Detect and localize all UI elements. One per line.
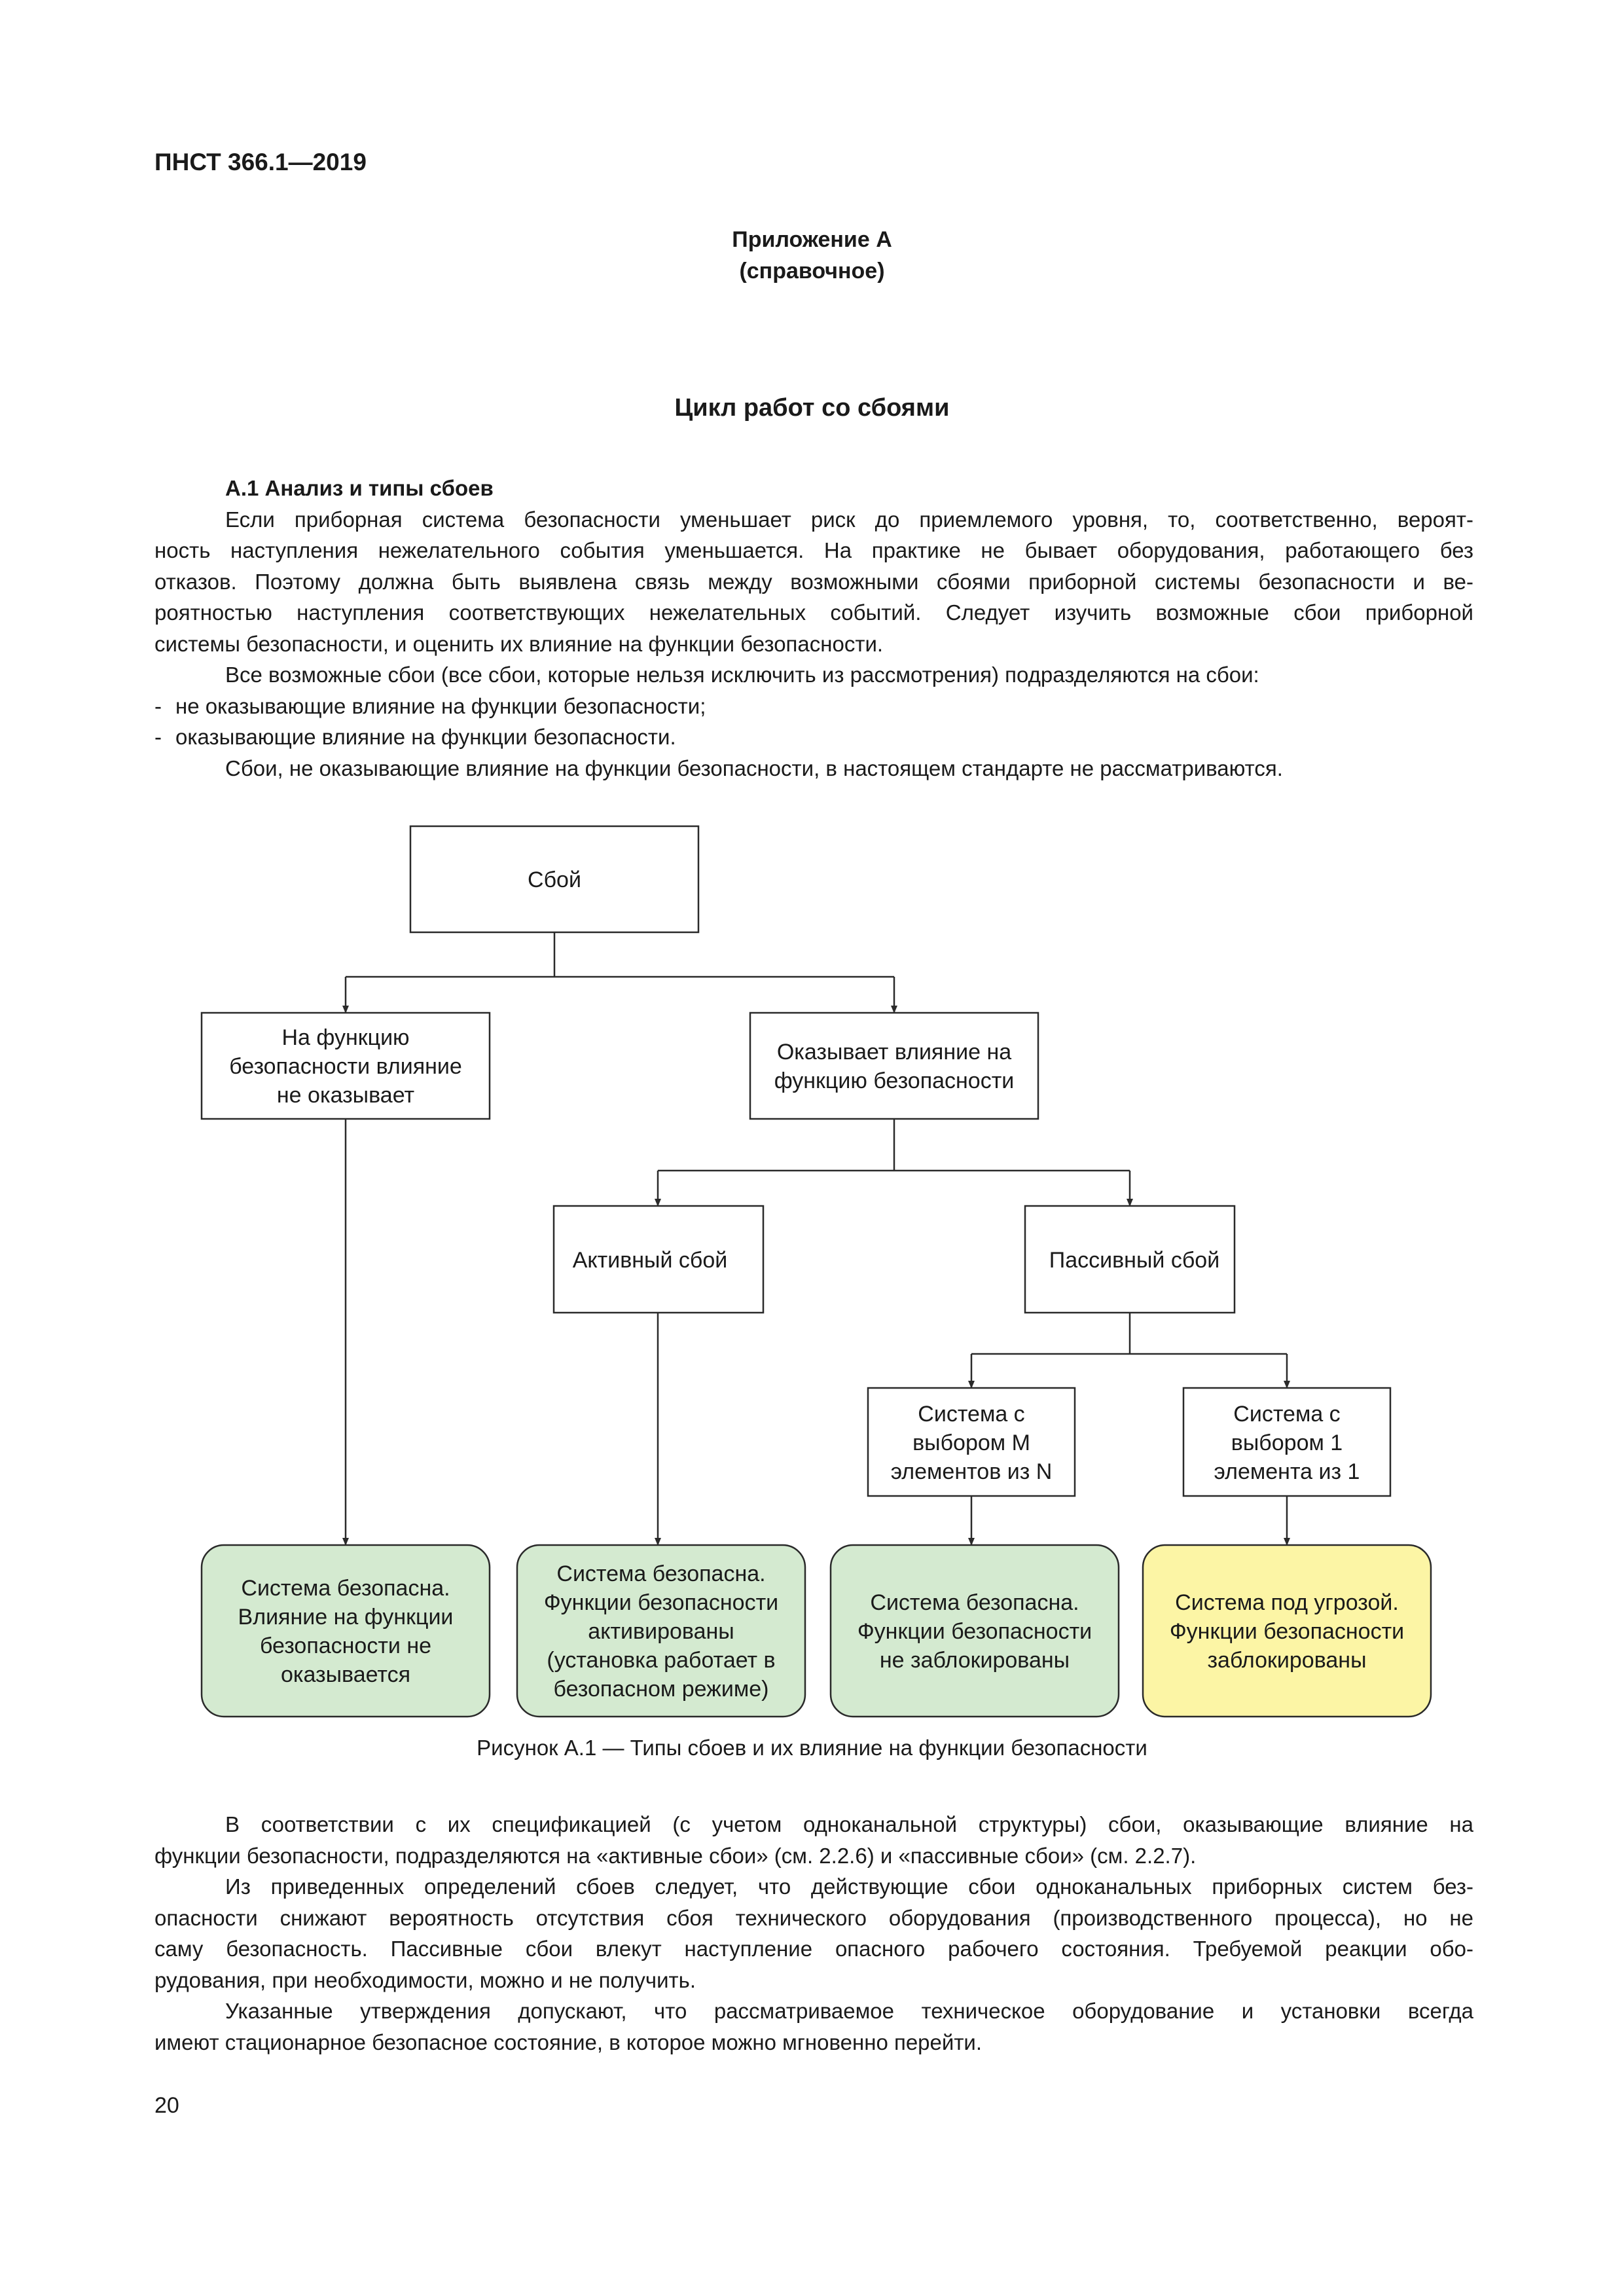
box-root-failure: Сбой: [409, 825, 700, 934]
box-label-line: безопасном режиме): [554, 1677, 769, 1702]
box-label-line: выбором 1: [1231, 1430, 1343, 1455]
text-line: Из приведенных определений сбоев следует…: [225, 1874, 1473, 1899]
box-label-line: Сбой: [528, 867, 581, 892]
box-label-line: Пассивный сбой: [1049, 1248, 1219, 1273]
box-label-line: Система под угрозой.: [1175, 1590, 1399, 1615]
paragraph-assumptions: Указанные утверждения допускают, что рас…: [154, 1995, 1473, 2058]
bullet-dash: -: [154, 725, 162, 749]
box-label: Система с выбором M элементов из N: [891, 1402, 1053, 1484]
box-label: Система безопасна. Влияние на функции безо…: [238, 1576, 454, 1687]
paragraph-all-failures: Все возможные сбои (все сбои, которые не…: [225, 663, 1259, 687]
text-line: функции безопасности, подразделяются на …: [154, 1843, 1197, 1868]
box-label: Оказывает влияние на функцию безопасности: [774, 1040, 1015, 1093]
box-label-line: безопасности влияние: [229, 1054, 462, 1079]
box-label-line: Система безопасна.: [241, 1576, 450, 1601]
box-label-line: Влияние на функции: [238, 1605, 454, 1630]
box-passive-failure: Пассивный сбой: [1024, 1205, 1236, 1314]
box-label-line: заблокированы: [1207, 1648, 1366, 1673]
text-line: роятностью наступления соответствующих н…: [154, 600, 1473, 625]
text-line: Если приборная система безопасности умен…: [225, 507, 1473, 532]
figure-caption: Рисунок А.1 — Типы сбоев и их влияние на…: [477, 1736, 1147, 1760]
box-label-line: безопасности не: [260, 1633, 431, 1658]
box-label-line: Система с: [918, 1402, 1024, 1427]
outcome-safe-not-blocked: Система безопасна. Функции безопасности не…: [829, 1544, 1120, 1718]
box-label: Система безопасна. Функции безопасности ак…: [544, 1561, 778, 1702]
box-label-line: Функции безопасности: [857, 1619, 1092, 1644]
outcome-safe-no-effect: Система безопасна. Влияние на функции безо…: [200, 1544, 491, 1718]
box-label: Активный сбой: [573, 1248, 728, 1273]
box-label-line: Система безопасна.: [556, 1561, 765, 1586]
box-label-line: Активный сбой: [573, 1248, 728, 1273]
box-m-of-n: Система с выбором M элементов из N: [867, 1387, 1076, 1497]
text-line: ность наступления нежелательного события…: [154, 538, 1473, 562]
box-label: Пассивный сбой: [1049, 1248, 1219, 1273]
section-heading: А.1 Анализ и типы сбоев: [225, 476, 494, 500]
box-label-line: элемента из 1: [1214, 1459, 1360, 1484]
box-no-effect: На функцию безопасности влияние не оказыва…: [200, 1011, 491, 1120]
box-label-line: выбором M: [912, 1430, 1030, 1455]
box-has-effect: Оказывает влияние на функцию безопасности: [749, 1011, 1039, 1120]
box-label-line: элементов из N: [891, 1459, 1053, 1484]
box-label-line: оказывается: [281, 1662, 410, 1687]
box-label-line: Функции безопасности: [544, 1590, 778, 1615]
bullet-dash: -: [154, 693, 162, 718]
box-label-line: Оказывает влияние на: [777, 1040, 1011, 1065]
document-code: ПНСТ 366.1—2019: [154, 149, 367, 175]
text-line: саму безопасность. Пассивные сбои влекут…: [154, 1937, 1473, 1961]
main-title: Цикл работ со сбоями: [674, 394, 950, 422]
box-label-line: На функцию: [281, 1025, 409, 1050]
bullet-list: -не оказывающие влияние на функции безоп…: [154, 691, 1473, 753]
box-label-line: не оказывает: [277, 1083, 414, 1108]
box-label-line: Система безопасна.: [870, 1590, 1079, 1615]
diagram-connectors: [342, 932, 1290, 1546]
annex-heading: Приложение А (справочное): [0, 224, 1624, 287]
paragraph-not-considered: Сбои, не оказывающие влияние на функции …: [225, 756, 1283, 780]
paragraph-specification: В соответствии с их спецификацией (с уче…: [154, 1809, 1473, 1871]
annex-subtitle: (справочное): [739, 259, 885, 283]
box-label: Система под угрозой. Функции безопасности…: [1170, 1590, 1404, 1673]
box-label-line: активированы: [588, 1619, 734, 1644]
text-line: имеют стационарное безопасное состояние,…: [154, 2030, 983, 2054]
page-number: 20: [154, 2093, 179, 2118]
box-label: Система с выбором 1 элемента из 1: [1214, 1402, 1360, 1484]
outcome-danger-blocked: Система под угрозой. Функции безопасности…: [1142, 1544, 1432, 1718]
bullet-item: -оказывающие влияние на функции безопасн…: [154, 721, 1473, 753]
text-line: отказов. Поэтому должна быть выявлена св…: [154, 569, 1473, 594]
box-label: Система безопасна. Функции безопасности не…: [857, 1590, 1092, 1673]
paragraph-intro: Если приборная система безопасности умен…: [154, 504, 1473, 660]
bottom-text: В соответствии с их спецификацией (с уче…: [154, 1809, 1473, 2058]
box-label-line: Система с: [1233, 1402, 1340, 1427]
bullet-item: -не оказывающие влияние на функции безоп…: [154, 691, 1473, 722]
text-line: Указанные утверждения допускают, что рас…: [225, 1999, 1473, 2023]
text-line: рудования, при необходимости, можно и не…: [154, 1967, 696, 1992]
paragraph-definitions: Из приведенных определений сбоев следует…: [154, 1871, 1473, 1995]
text-line: В соответствии с их спецификацией (с уче…: [225, 1812, 1473, 1836]
box-label-line: функцию безопасности: [774, 1068, 1015, 1093]
box-label: Сбой: [528, 867, 581, 892]
text-line: системы безопасности, и оценить их влиян…: [154, 631, 884, 656]
box-label-line: Функции безопасности: [1170, 1619, 1404, 1644]
box-one-of-one: Система с выбором 1 элемента из 1: [1182, 1387, 1392, 1497]
annex-title: Приложение А: [732, 227, 892, 252]
section-a1: А.1 Анализ и типы сбоев Если приборная с…: [154, 473, 1473, 784]
box-label: На функцию безопасности влияние не оказыва…: [229, 1025, 462, 1108]
text-line: опасности снижают вероятность отсутствия…: [154, 1905, 1473, 1930]
box-active-failure: Активный сбой: [552, 1205, 765, 1314]
box-label-line: (установка работает в: [547, 1648, 775, 1673]
box-label-line: не заблокированы: [880, 1648, 1070, 1673]
outcome-safe-activated: Система безопасна. Функции безопасности ак…: [516, 1544, 806, 1718]
